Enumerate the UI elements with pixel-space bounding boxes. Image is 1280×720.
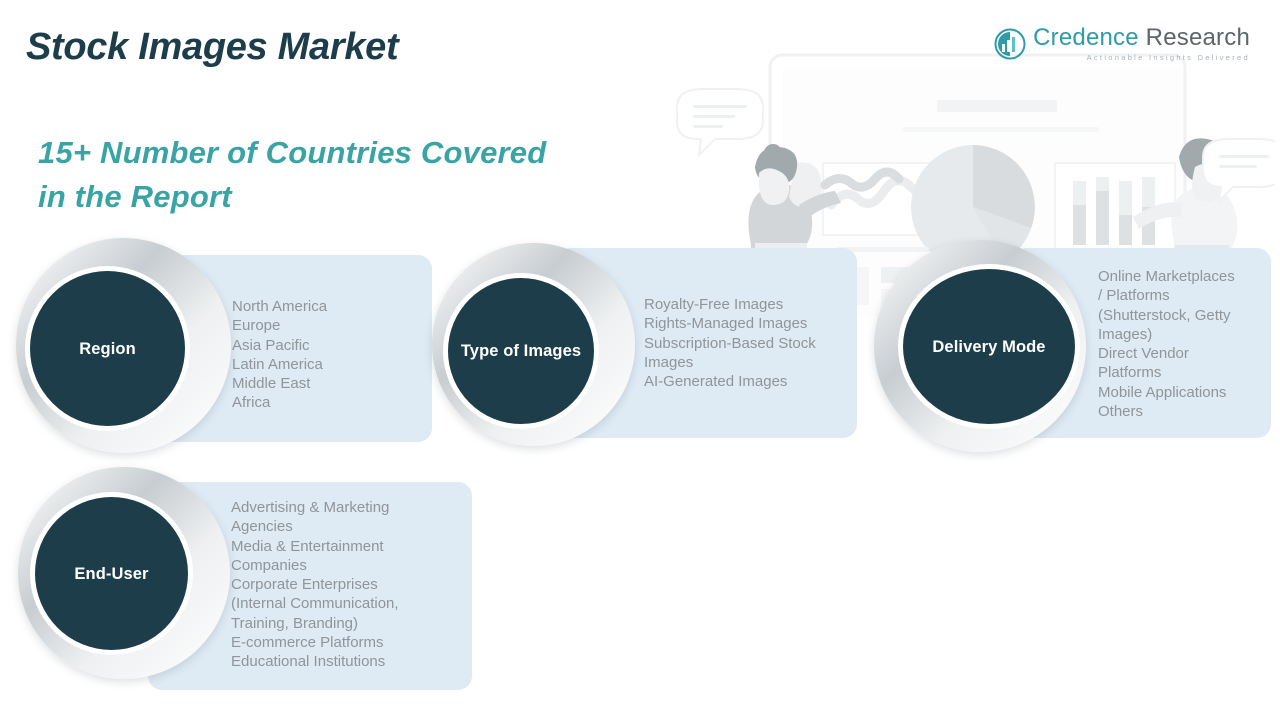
segment-delivery-mode-items: Online Marketplaces / Platforms (Shutter… bbox=[1098, 268, 1235, 421]
logo-name-credence: Credence bbox=[1033, 24, 1139, 51]
segment-end-user-items: Advertising & Marketing Agencies Media &… bbox=[231, 499, 399, 671]
logo-tagline: Actionable Insights Delivered bbox=[1086, 53, 1250, 62]
segment-region-label: Region bbox=[79, 339, 136, 358]
logo-name-research: Research bbox=[1145, 24, 1250, 51]
bar-chart-circle-icon bbox=[994, 28, 1026, 60]
page-title: Stock Images Market bbox=[26, 26, 399, 68]
segment-region-circle[interactable]: Region bbox=[30, 271, 185, 426]
segment-type-of-images-circle[interactable]: Type of Images bbox=[448, 278, 594, 424]
segment-end-user-label: End-User bbox=[74, 564, 149, 583]
page-subtitle: 15+ Number of Countries Covered in the R… bbox=[38, 135, 547, 214]
segment-region-items: North America Europe Asia Pacific Latin … bbox=[232, 298, 328, 412]
segment-end-user-circle[interactable]: End-User bbox=[35, 497, 188, 650]
logo-wordmark: Credence Research bbox=[1033, 26, 1250, 50]
segment-delivery-mode-circle[interactable]: Delivery Mode bbox=[903, 269, 1075, 424]
segment-type-of-images-label: Type of Images bbox=[460, 342, 582, 360]
brand-logo: Credence Research Actionable Insights De… bbox=[994, 26, 1250, 62]
segment-type-of-images-items: Royalty-Free Images Rights-Managed Image… bbox=[644, 296, 816, 391]
segment-delivery-mode-label: Delivery Mode bbox=[932, 337, 1046, 356]
